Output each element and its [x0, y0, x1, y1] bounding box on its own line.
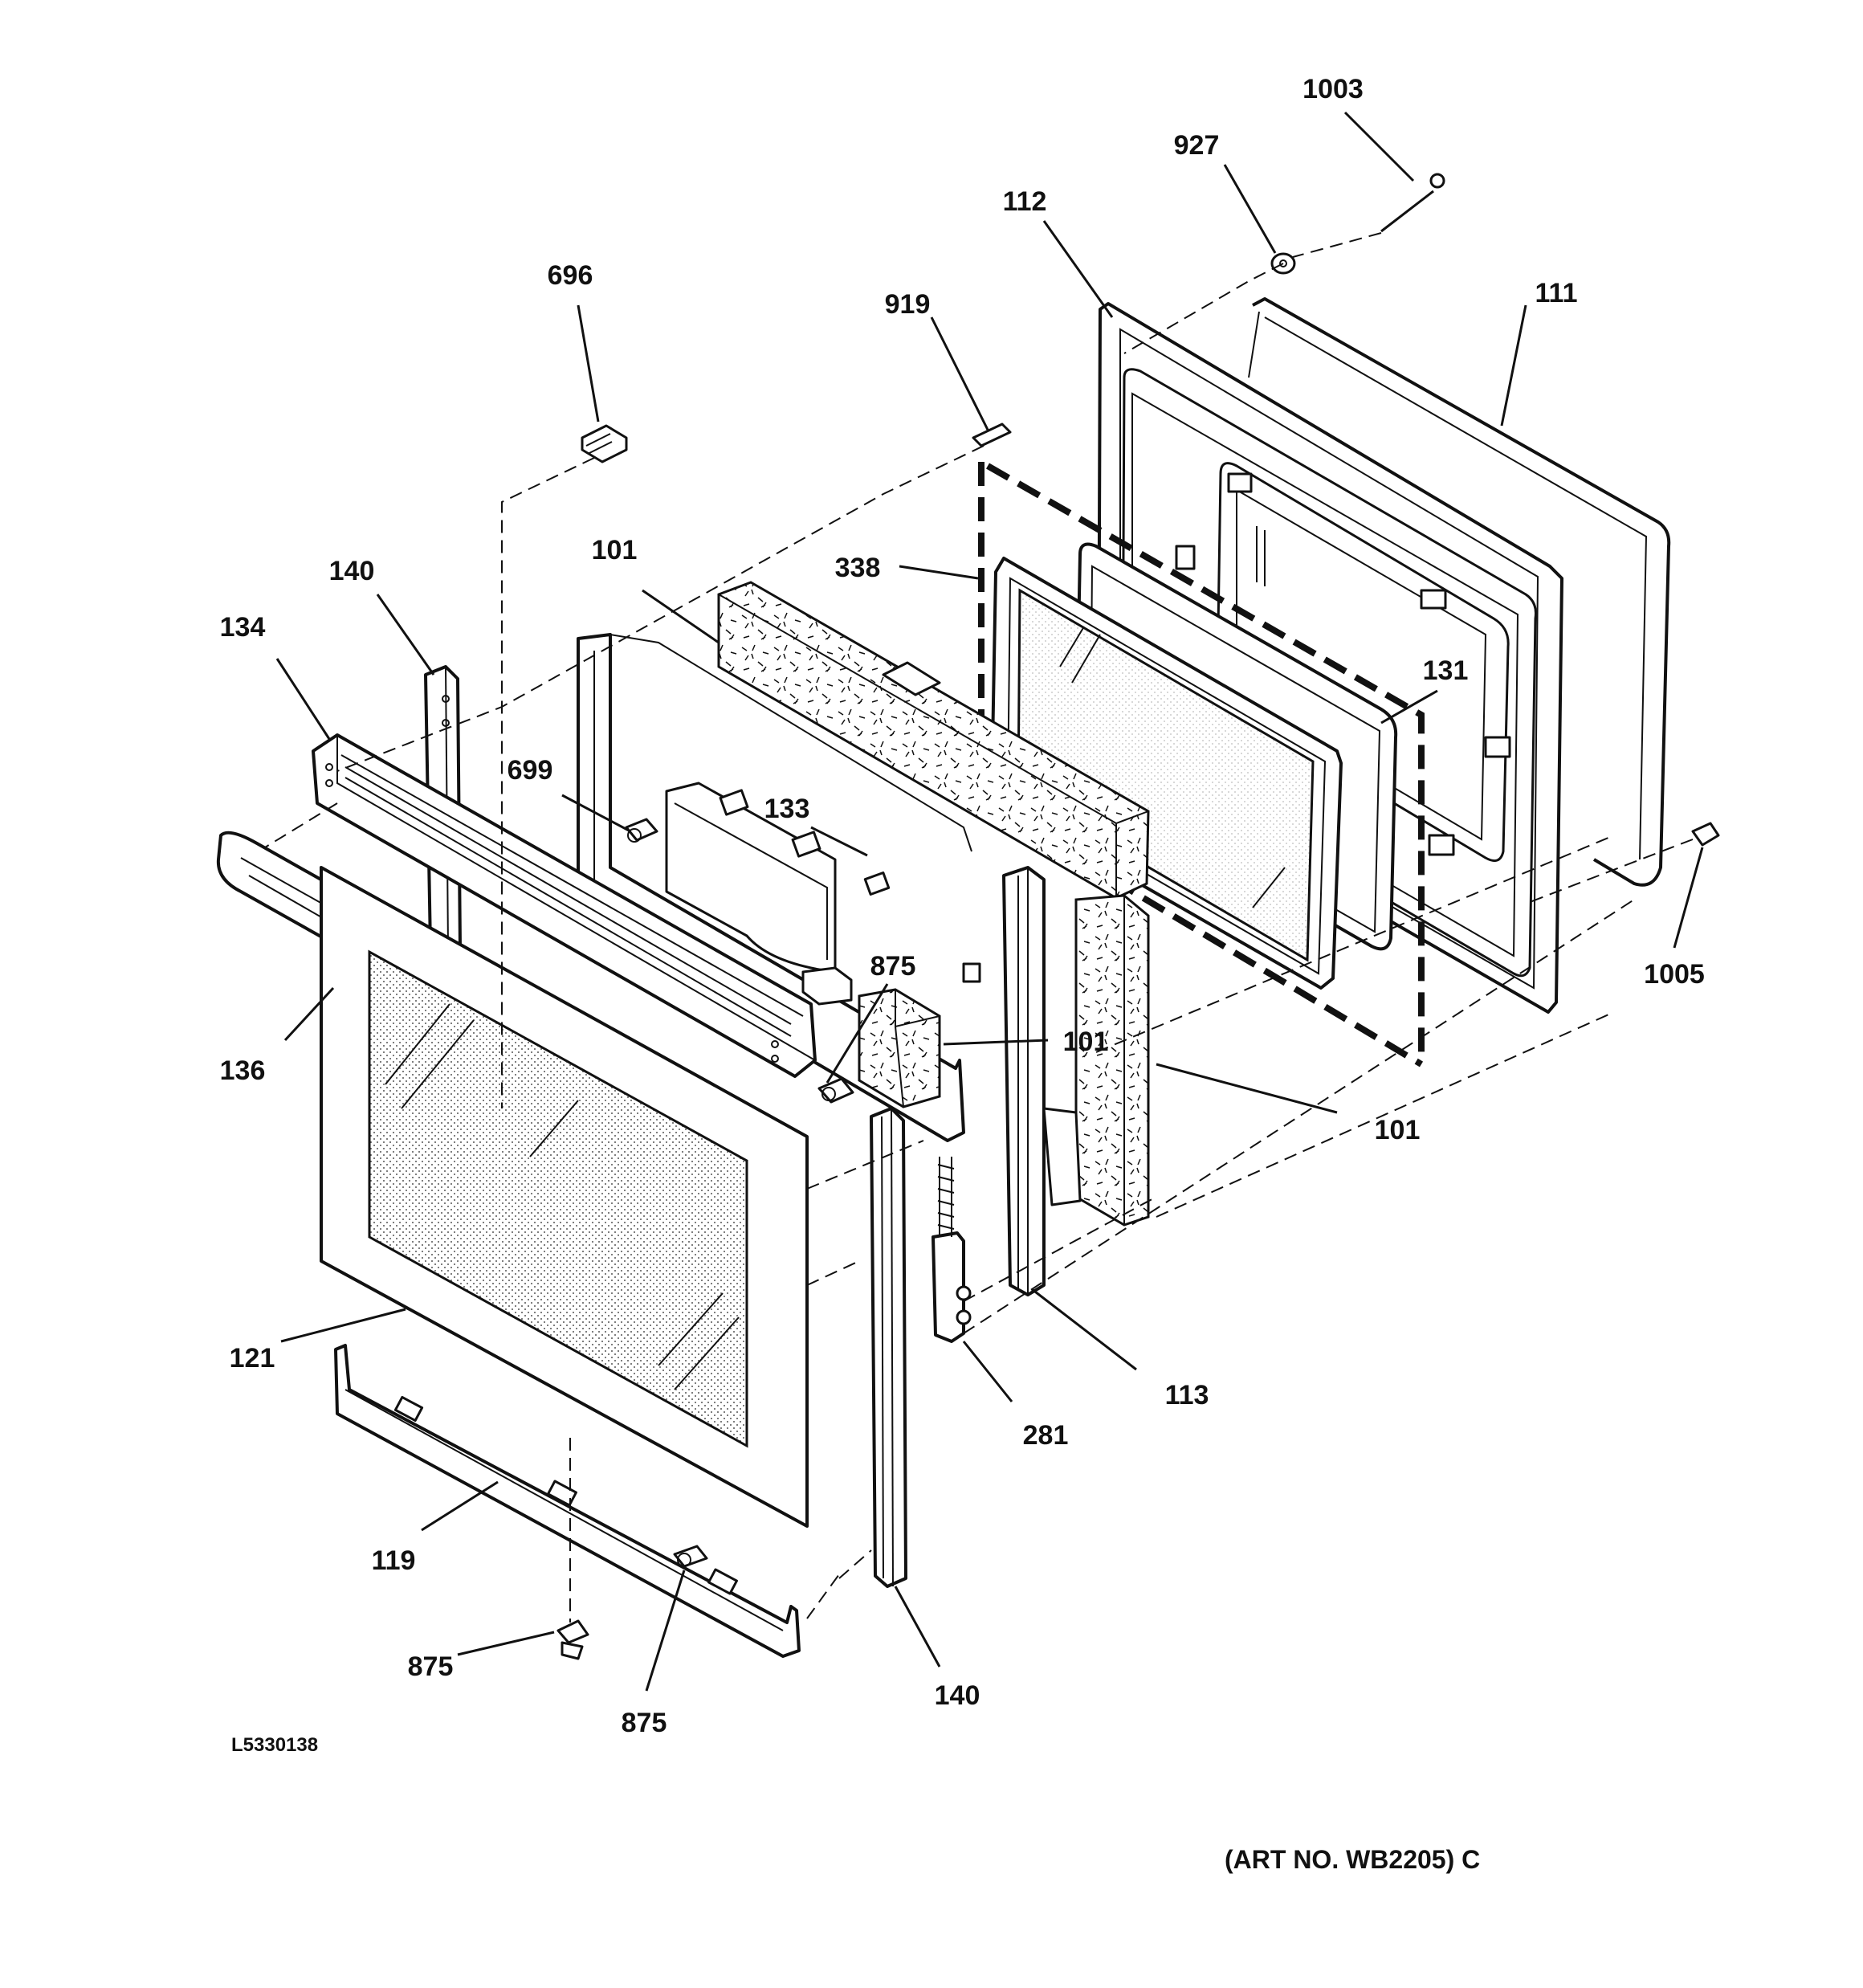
screw-696	[581, 424, 628, 463]
side-bracket-140-front	[870, 1107, 907, 1588]
label-919: 919	[885, 289, 931, 320]
label-281: 281	[1023, 1420, 1069, 1451]
label-119: 119	[372, 1545, 416, 1576]
label-101-right: 101	[1375, 1115, 1421, 1145]
label-101-mid: 101	[1063, 1027, 1109, 1057]
label-113: 113	[1165, 1380, 1209, 1410]
bottom-trim-119	[334, 1344, 801, 1658]
insulation-side-101	[1042, 894, 1150, 1227]
door-hinge-281	[932, 1157, 972, 1343]
label-140-top: 140	[329, 556, 375, 586]
label-131: 131	[1423, 655, 1469, 686]
label-927: 927	[1174, 130, 1220, 161]
label-136: 136	[220, 1055, 266, 1086]
side-panel-113	[1002, 866, 1046, 1296]
label-1003: 1003	[1302, 74, 1364, 104]
assembly-lines	[264, 232, 1694, 1623]
label-1005: 1005	[1644, 959, 1705, 990]
label-338: 338	[835, 553, 881, 583]
label-111: 111	[1535, 278, 1578, 308]
screw-919	[972, 423, 1012, 447]
label-101-top: 101	[592, 535, 638, 565]
art-number: (ART NO. WB2205) C	[1225, 1845, 1480, 1874]
label-875-mid: 875	[870, 951, 916, 982]
leader-lines	[275, 111, 1704, 1692]
label-112: 112	[1003, 186, 1047, 217]
drawing-number: L5330138	[231, 1734, 318, 1756]
label-875-bottom-left: 875	[408, 1651, 454, 1682]
insulation-block-101	[801, 966, 941, 1108]
screw-875-bottom-left	[556, 1619, 589, 1660]
label-699: 699	[508, 755, 553, 786]
screw-699	[625, 818, 658, 843]
part-number-labels: 1003 927 112 111 696 919 101 338 140 134…	[220, 74, 1705, 1874]
label-875-bottom: 875	[622, 1708, 667, 1738]
screw-1003	[1380, 173, 1445, 233]
label-121: 121	[230, 1343, 275, 1374]
inner-door-liner-112	[1097, 302, 1563, 1014]
screw-875-bottom	[673, 1545, 708, 1568]
screw-1005	[1691, 822, 1720, 847]
label-696: 696	[548, 260, 593, 291]
insulation-top-101	[717, 581, 1150, 900]
label-140-bottom: 140	[935, 1680, 980, 1711]
label-133: 133	[764, 794, 810, 824]
label-134: 134	[220, 612, 266, 643]
outer-door-glass-121	[320, 866, 809, 1528]
screw-875-mid	[817, 1077, 854, 1104]
control-panel-trim-134	[312, 733, 817, 1078]
